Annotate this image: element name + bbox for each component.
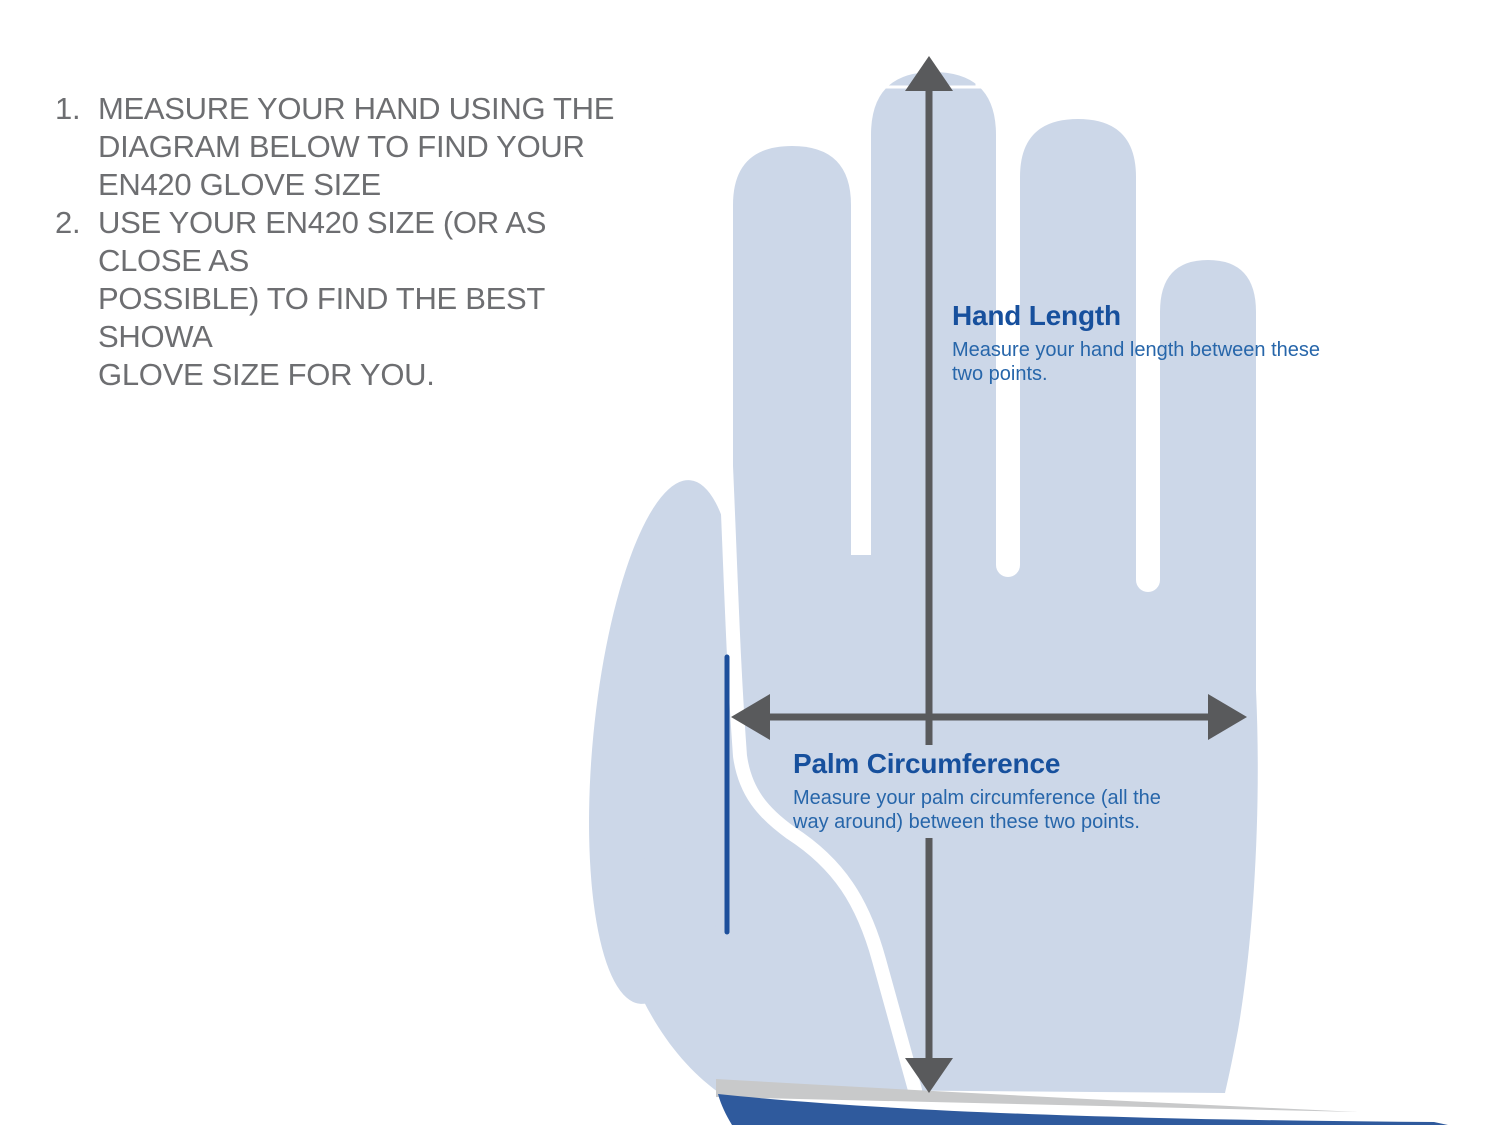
wrist-wave-blue xyxy=(718,1094,1448,1125)
instruction-line: MEASURE YOUR HAND USING THE xyxy=(98,91,615,126)
finger-middle xyxy=(871,72,996,620)
palm-circumference-title: Palm Circumference xyxy=(793,748,1061,779)
finger-ring xyxy=(1020,119,1136,620)
hand-length-label: Hand Length Measure your hand length bet… xyxy=(952,300,1320,386)
finger-index xyxy=(733,146,851,620)
instruction-text: USE YOUR EN420 SIZE (OR AS CLOSE AS POSS… xyxy=(98,204,655,394)
description-line: two points. xyxy=(952,362,1048,385)
palm-circumference-label: Palm Circumference Measure your palm cir… xyxy=(793,748,1161,834)
hand-length-arrowhead-down xyxy=(905,1058,953,1093)
instruction-line: POSSIBLE) TO FIND THE BEST SHOWA xyxy=(98,281,545,354)
hand-length-arrowhead-up xyxy=(905,56,953,91)
instruction-item-1: 1. MEASURE YOUR HAND USING THE DIAGRAM B… xyxy=(55,90,655,204)
palm-circumference-description: Measure your palm circumference (all the… xyxy=(793,787,1161,834)
palm-circumference-arrow xyxy=(731,694,1247,740)
description-line: way around) between these two points. xyxy=(793,810,1140,833)
wrist-band-gray xyxy=(716,1079,1358,1112)
instruction-item-2: 2. USE YOUR EN420 SIZE (OR AS CLOSE AS P… xyxy=(55,204,655,394)
hand-length-title: Hand Length xyxy=(952,300,1121,331)
hand-silhouette xyxy=(589,72,1258,1093)
instruction-number: 1. xyxy=(55,91,81,126)
instruction-number: 2. xyxy=(55,205,81,240)
palm-circumference-arrowhead-left xyxy=(731,694,770,740)
thumb-crease xyxy=(719,459,922,1097)
instruction-line: GLOVE SIZE FOR YOU. xyxy=(98,357,435,392)
hand-length-description: Measure your hand length between these t… xyxy=(952,339,1320,386)
hand-creases xyxy=(719,408,1160,1097)
finger-pinky xyxy=(1160,260,1256,620)
palm-circumference-arrowhead-right xyxy=(1208,694,1247,740)
instruction-text: MEASURE YOUR HAND USING THE DIAGRAM BELO… xyxy=(98,90,614,204)
instruction-line: EN420 GLOVE SIZE xyxy=(98,167,381,202)
instructions-list: 1. MEASURE YOUR HAND USING THE DIAGRAM B… xyxy=(55,90,655,394)
instruction-line: DIAGRAM BELOW TO FIND YOUR xyxy=(98,129,585,164)
description-line: Measure your palm circumference (all the xyxy=(793,787,1161,809)
instruction-line: USE YOUR EN420 SIZE (OR AS CLOSE AS xyxy=(98,205,547,278)
description-line: Measure your hand length between these xyxy=(952,339,1321,361)
hand-length-arrow xyxy=(905,56,953,1093)
